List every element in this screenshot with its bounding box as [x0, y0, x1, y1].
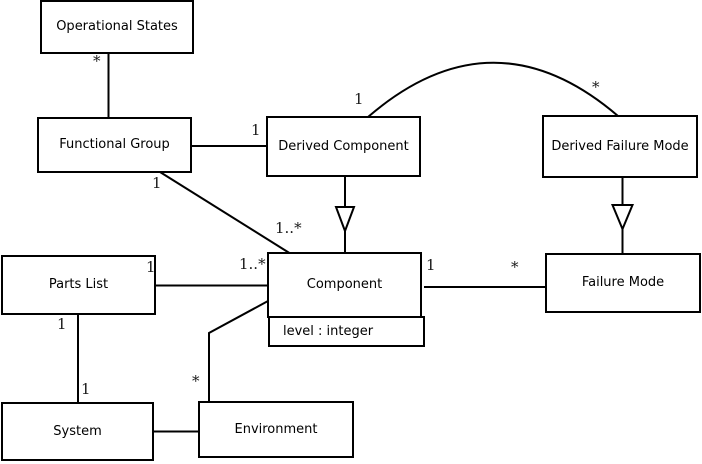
association-environment-component: [208, 300, 269, 402]
class-box-operational-states: Operational States: [40, 0, 194, 54]
multiplicity-label: 1..*: [239, 255, 266, 273]
class-name: System: [53, 423, 102, 439]
multiplicity-label: *: [592, 78, 600, 96]
class-box-component: Component: [267, 252, 422, 318]
multiplicity-label: 1..*: [275, 219, 302, 237]
multiplicity-label: 1: [57, 315, 67, 333]
generalization-derived-failure-mode-failure-mode: [611, 177, 634, 254]
hollow-triangle-arrowhead: [611, 204, 634, 232]
multiplicity-label: 1: [251, 121, 261, 139]
multiplicity-label: 1: [146, 258, 156, 276]
class-box-functional-group: Functional Group: [37, 117, 192, 173]
class-name: Environment: [234, 421, 318, 437]
association-functional-group-component: [159, 171, 292, 255]
class-attribute-compartment-component: level : integer: [268, 316, 425, 347]
multiplicity-label: *: [93, 52, 101, 70]
class-name: Functional Group: [59, 137, 170, 153]
generalization-derived-component-component: [334, 176, 356, 253]
multiplicity-label: 1: [354, 90, 364, 108]
class-box-environment: Environment: [198, 401, 354, 458]
class-name: Component: [306, 277, 383, 293]
class-box-derived-failure-mode: Derived Failure Mode: [542, 115, 698, 178]
multiplicity-label: 1: [426, 256, 436, 274]
class-box-parts-list: Parts List: [1, 255, 156, 315]
multiplicity-label: 1: [152, 174, 162, 192]
class-name: Parts List: [48, 277, 109, 293]
class-name: Derived Component: [278, 138, 409, 154]
class-name: Failure Mode: [581, 275, 665, 291]
hollow-triangle-arrowhead: [334, 206, 356, 234]
class-name: Derived Failure Mode: [551, 138, 689, 154]
class-box-failure-mode: Failure Mode: [545, 253, 701, 313]
multiplicity-label: *: [192, 372, 200, 390]
attribute-text: level : integer: [283, 323, 374, 339]
class-box-derived-component: Derived Component: [266, 116, 421, 177]
association-derived-component-derived-failure-mode-arc: [367, 61, 619, 118]
class-box-system: System: [1, 402, 154, 461]
multiplicity-label: *: [511, 258, 519, 276]
multiplicity-label: 1: [81, 380, 91, 398]
class-name: Operational States: [56, 19, 178, 35]
